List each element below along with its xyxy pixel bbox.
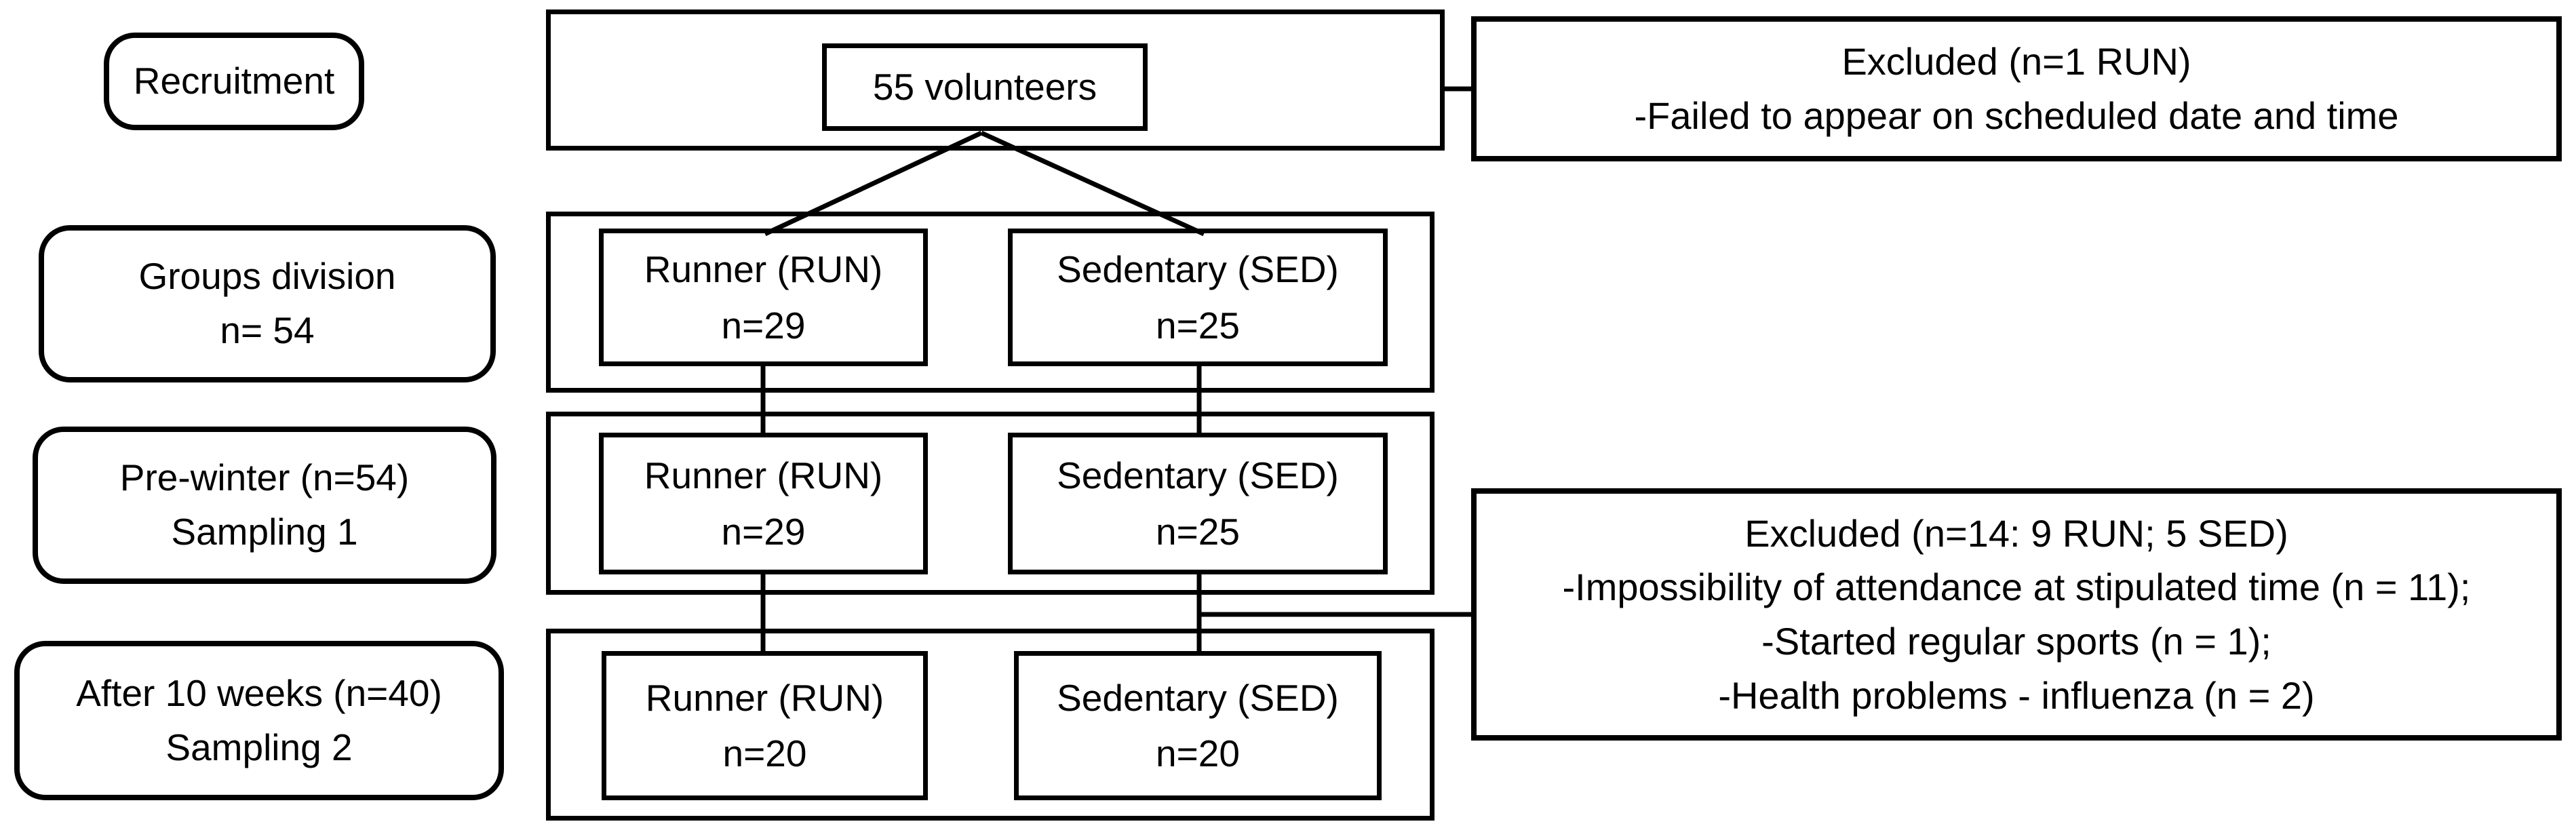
exclusion-box-recruitment: Excluded (n=1 RUN) -Failed to appear on … — [1471, 16, 2562, 161]
node-title: Runner (RUN) — [644, 248, 883, 290]
node-count: n=29 — [721, 510, 806, 553]
row-container-sampling-1 — [546, 412, 1435, 595]
stage-label-count: n= 54 — [220, 309, 315, 351]
node-title: 55 volunteers — [872, 66, 1097, 109]
row-container-sampling-2 — [546, 629, 1435, 821]
node-count: n=20 — [1156, 732, 1240, 774]
stage-label-after-10-weeks: After 10 weeks (n=40) Sampling 2 — [14, 641, 504, 800]
stage-label-subtext: Sampling 1 — [171, 511, 358, 553]
node-55-volunteers: 55 volunteers — [822, 43, 1148, 131]
exclusion-title: Excluded (n=1 RUN) — [1841, 40, 2191, 83]
node-title: Runner (RUN) — [645, 676, 884, 719]
node-row4-sedentary: Sedentary (SED) n=20 — [1014, 651, 1382, 800]
stage-label-subtext: Sampling 2 — [165, 726, 353, 768]
stage-label-text: After 10 weeks (n=40) — [76, 671, 442, 714]
stage-label-pre-winter: Pre-winter (n=54) Sampling 1 — [33, 427, 496, 584]
node-title: Sedentary (SED) — [1057, 454, 1339, 496]
stage-label-text: Groups division — [138, 255, 396, 298]
stage-label-text: Recruitment — [133, 60, 335, 102]
node-row3-sedentary: Sedentary (SED) n=25 — [1008, 433, 1388, 574]
exclusion-reason: -Started regular sports (n = 1); — [1761, 620, 2271, 663]
stage-label-text: Pre-winter (n=54) — [119, 456, 410, 499]
exclusion-title: Excluded (n=14: 9 RUN; 5 SED) — [1744, 511, 2288, 555]
node-row4-runner: Runner (RUN) n=20 — [602, 651, 928, 800]
node-row2-sedentary: Sedentary (SED) n=25 — [1008, 229, 1388, 366]
node-row2-runner: Runner (RUN) n=29 — [599, 229, 928, 366]
row-container-recruitment — [546, 9, 1445, 151]
exclusion-box-followup: Excluded (n=14: 9 RUN; 5 SED) -Impossibi… — [1471, 488, 2562, 741]
exclusion-reason: -Failed to appear on scheduled date and … — [1634, 94, 2399, 137]
node-title: Sedentary (SED) — [1057, 248, 1339, 290]
node-title: Sedentary (SED) — [1057, 676, 1339, 719]
node-count: n=25 — [1156, 510, 1240, 553]
node-title: Runner (RUN) — [644, 454, 883, 496]
row-container-groups-division — [546, 212, 1435, 393]
node-count: n=29 — [721, 304, 806, 347]
stage-label-recruitment: Recruitment — [104, 33, 364, 130]
exclusion-reason: -Impossibility of attendance at stipulat… — [1562, 566, 2471, 609]
stage-label-groups-division: Groups division n= 54 — [39, 225, 496, 382]
node-count: n=25 — [1156, 304, 1240, 347]
node-count: n=20 — [722, 732, 807, 774]
node-row3-runner: Runner (RUN) n=29 — [599, 433, 928, 574]
exclusion-reason: -Health problems - influenza (n = 2) — [1718, 673, 2315, 717]
